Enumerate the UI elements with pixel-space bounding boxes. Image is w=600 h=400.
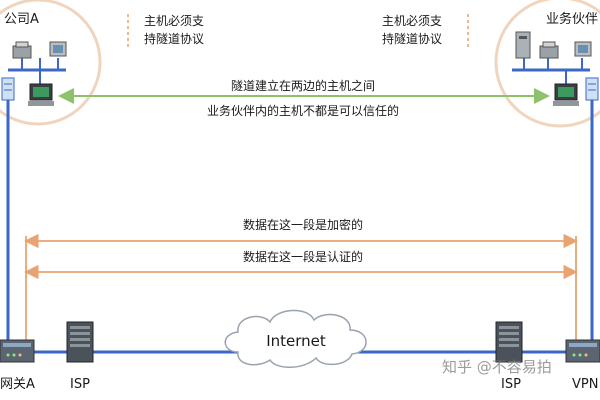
right-site-boundary — [494, 0, 600, 128]
left-host-computer-icon — [28, 83, 54, 106]
left-gateway-label: 网关A — [0, 377, 35, 392]
right-printer-icon — [539, 41, 559, 59]
authenticated-segment-label: 数据在这一段是认证的 — [242, 250, 364, 264]
left-site-name: 公司A — [4, 12, 39, 27]
left-workstation-icon — [49, 41, 67, 57]
left-site-boundary — [0, 0, 102, 126]
right-site-name: 业务伙伴 — [546, 12, 599, 27]
internet-label: Internet — [266, 332, 326, 350]
right-switch-icon — [585, 77, 599, 101]
right-isp-label: ISP — [501, 377, 521, 392]
left-note-line1: 主机必须支 — [144, 14, 205, 28]
left-isp-label: ISP — [70, 377, 90, 392]
internet-cloud-icon — [224, 309, 367, 368]
right-gateway-label: VPN — [572, 377, 599, 392]
left-isp-router-icon — [66, 321, 94, 363]
right-workstation-icon — [574, 41, 592, 57]
watermark: 知乎 @不容易拍 — [442, 358, 552, 376]
right-server-icon — [515, 31, 531, 59]
right-gateway-icon — [565, 339, 600, 363]
encrypted-segment-label: 数据在这一段是加密的 — [242, 218, 364, 232]
right-note-line2: 持隧道协议 — [382, 32, 443, 46]
right-host-computer-icon — [553, 83, 579, 106]
trust-label: 业务伙伴内的主机不都是可以信任的 — [206, 104, 400, 118]
left-gateway-icon — [0, 339, 35, 363]
left-printer-icon — [12, 41, 32, 59]
left-switch-icon — [1, 77, 15, 101]
right-note-line1: 主机必须支 — [382, 14, 443, 28]
right-isp-router-icon — [495, 321, 523, 363]
left-note-line2: 持隧道协议 — [144, 32, 205, 46]
tunnel-label: 隧道建立在两边的主机之间 — [230, 79, 376, 93]
